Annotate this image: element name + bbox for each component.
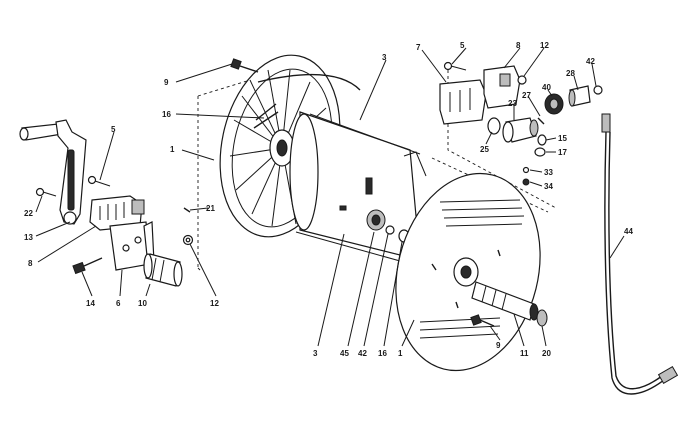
label-1-left: 1 <box>170 145 175 154</box>
elbow-23 <box>502 117 539 143</box>
label-6: 6 <box>116 299 121 308</box>
oring-15 <box>537 134 547 146</box>
label-28: 28 <box>566 69 575 78</box>
label-7: 7 <box>416 43 421 52</box>
washer-12-left <box>182 234 194 246</box>
oring-17 <box>534 147 546 157</box>
hose-44 <box>601 113 679 395</box>
label-17: 17 <box>558 148 567 157</box>
washer-25 <box>487 117 501 135</box>
label-22: 22 <box>24 209 33 218</box>
label-14: 14 <box>86 299 95 308</box>
label-16-bottom: 16 <box>378 349 387 358</box>
washer-12-right <box>517 75 527 85</box>
label-21: 21 <box>206 204 215 213</box>
label-10: 10 <box>138 299 147 308</box>
part-34 <box>522 178 530 186</box>
label-3-bottom: 3 <box>313 349 318 358</box>
label-44: 44 <box>624 227 633 236</box>
drum-3 <box>289 111 427 267</box>
label-33: 33 <box>544 168 553 177</box>
housing-8 <box>483 65 521 109</box>
label-12-right: 12 <box>540 41 549 50</box>
pin-27 <box>537 117 545 125</box>
hose-guide <box>257 73 361 91</box>
guide-line-left <box>197 79 251 271</box>
label-34: 34 <box>544 182 553 191</box>
nut-20 <box>536 309 548 327</box>
label-42-right: 42 <box>586 57 595 66</box>
label-1-bottom: 1 <box>398 349 403 358</box>
oring-42 <box>593 85 603 95</box>
label-20: 20 <box>542 349 551 358</box>
label-3-top: 3 <box>382 53 387 62</box>
label-8-right: 8 <box>516 41 521 50</box>
screw-9-top <box>230 58 259 73</box>
leader-lines <box>35 47 625 347</box>
bolt-5-left <box>87 175 111 187</box>
part-labels: 9 16 1 3 5 22 13 8 14 6 10 12 21 7 5 8 1… <box>24 41 633 358</box>
label-9-top: 9 <box>164 78 169 87</box>
crank-handle <box>19 119 87 225</box>
label-9-bottom: 9 <box>496 341 501 350</box>
right-flange-1 <box>395 172 541 372</box>
label-25: 25 <box>480 145 489 154</box>
screw-9-bottom <box>470 314 495 327</box>
label-5-left: 5 <box>111 125 116 134</box>
label-11: 11 <box>520 349 529 358</box>
label-8-left: 8 <box>28 259 33 268</box>
label-12-left: 12 <box>210 299 219 308</box>
part-33 <box>522 166 530 174</box>
label-40: 40 <box>542 83 551 92</box>
label-45: 45 <box>340 349 349 358</box>
clamp-7 <box>439 79 487 125</box>
shaft-10 <box>143 253 183 287</box>
fitting-28 <box>568 85 591 107</box>
bolt-5-right <box>443 61 467 71</box>
bracket-clamp-8 <box>89 195 145 231</box>
label-13: 13 <box>24 233 33 242</box>
swivel-shaft-11 <box>471 281 539 321</box>
label-15: 15 <box>558 134 567 143</box>
bolt-22 <box>35 187 57 197</box>
axle-45 <box>366 209 386 231</box>
knob-40 <box>544 93 564 115</box>
washer-42 <box>385 225 395 235</box>
label-27: 27 <box>522 91 531 100</box>
bolt-14 <box>72 257 103 275</box>
label-16-top: 16 <box>162 110 171 119</box>
pin-21 <box>183 207 191 213</box>
label-42-bottom: 42 <box>358 349 367 358</box>
label-23: 23 <box>508 99 517 108</box>
label-5-right: 5 <box>460 41 465 50</box>
